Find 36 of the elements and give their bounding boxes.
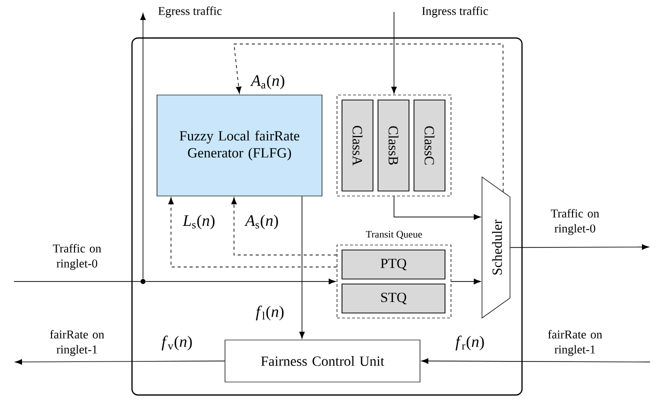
arrow <box>450 278 481 284</box>
arrow <box>145 278 336 284</box>
arrow <box>140 13 146 280</box>
edge-label: A$_{a}$(n) <box>250 74 284 90</box>
dashed-arrow <box>231 197 338 256</box>
arrow <box>510 244 649 250</box>
arrow <box>421 358 650 364</box>
node-frame <box>131 37 523 396</box>
process-box: Fuzzy Local fairRate Generator (FLFG) <box>156 94 322 196</box>
dashed-arrow <box>234 44 504 192</box>
edge-label: f$_{v}$(n) <box>162 336 192 350</box>
traffic-label: fairRate on ringlet-1 <box>50 330 104 356</box>
arrow <box>15 359 226 365</box>
class-queue-box: ClassB <box>378 100 410 192</box>
traffic-label: Traffic on ringlet-0 <box>550 208 600 235</box>
queue-group <box>336 244 452 318</box>
queue-group <box>336 94 452 196</box>
class-queue-box: ClassC <box>414 100 446 192</box>
line <box>14 281 141 282</box>
traffic-label: fairRate on ringlet-1 <box>548 330 602 356</box>
arrow <box>391 12 397 94</box>
traffic-label: Traffic on ringlet-0 <box>52 244 102 270</box>
edge-label: f$_{l}$(n) <box>256 306 284 320</box>
process-box: Fairness Control Unit <box>224 340 420 382</box>
edge-label: A$_{s}$(n) <box>244 214 278 230</box>
edge-label: f$_{r}$(n) <box>456 336 484 350</box>
group-label: Transit Queue <box>366 230 422 240</box>
class-queue-box: ClassA <box>342 100 374 192</box>
arrow <box>299 196 305 339</box>
arrow <box>394 196 481 220</box>
traffic-label: Egress traffic <box>158 6 222 18</box>
queue-box: PTQ <box>342 250 446 280</box>
edge-label: L$_{s}$(n) <box>182 214 215 230</box>
queue-box: STQ <box>342 284 446 314</box>
traffic-label: Ingress traffic <box>422 6 488 18</box>
dashed-arrow <box>168 197 338 268</box>
